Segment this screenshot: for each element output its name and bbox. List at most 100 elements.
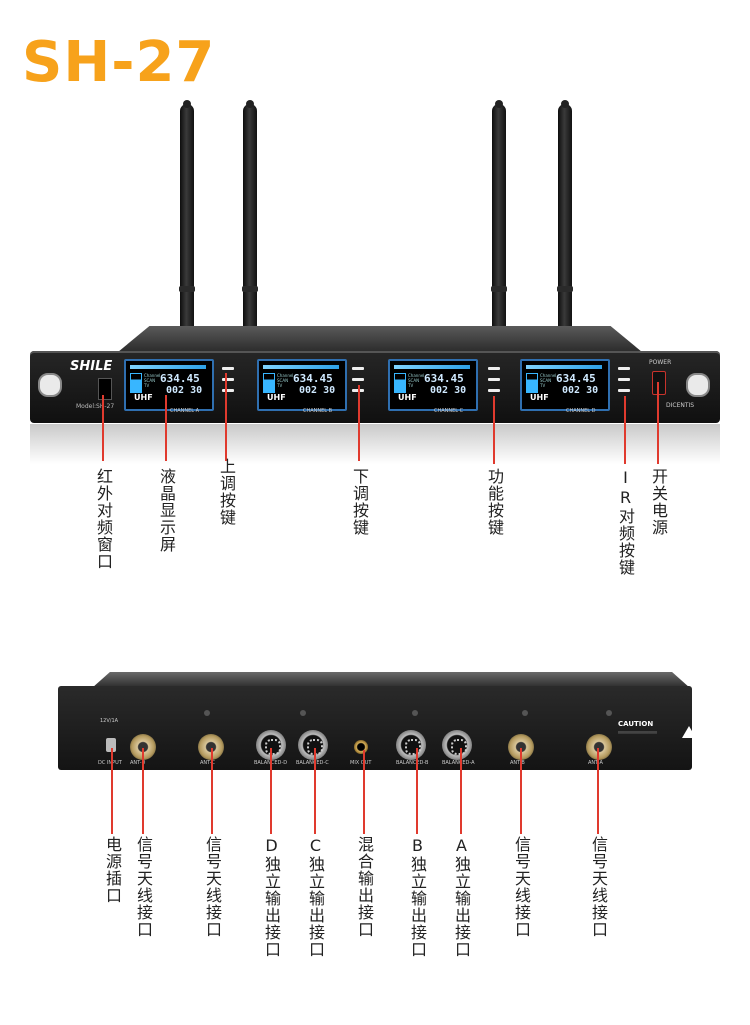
- antenna: [242, 100, 258, 330]
- down-button[interactable]: [488, 378, 500, 381]
- rear-panel: 12V/1A DC INPUT ANT-D ANT-C BALANCED-D B…: [58, 686, 696, 770]
- callout-ant-d: 信号天线接口: [134, 836, 153, 938]
- battery-icon: [526, 373, 538, 393]
- model-label: Model:SH-27: [76, 403, 115, 410]
- screw: [300, 710, 306, 716]
- dc-input-port[interactable]: [106, 738, 116, 752]
- antenna-port-a[interactable]: [586, 734, 612, 760]
- callout-line: [624, 396, 626, 464]
- warning-icon: [682, 726, 696, 738]
- screw: [522, 710, 528, 716]
- function-button[interactable]: [222, 389, 234, 392]
- function-button[interactable]: [488, 389, 500, 392]
- callout-line: [520, 748, 522, 834]
- port-label: ANT-B: [510, 760, 525, 766]
- rear-unit-top: [92, 672, 690, 688]
- callout-line: [460, 748, 462, 834]
- callout-mix-out: 混合输出接口: [355, 836, 374, 938]
- port-label: MIX OUT: [350, 760, 372, 766]
- down-button[interactable]: [222, 378, 234, 381]
- callout-ir-window: 红外对频窗口: [94, 468, 113, 570]
- antenna: [491, 100, 507, 330]
- channel-label: CHANNEL C: [434, 408, 464, 414]
- callout-lcd: 液晶显示屏: [157, 468, 176, 553]
- down-button[interactable]: [352, 378, 364, 381]
- callout-line: [211, 748, 213, 834]
- callout-power-switch: 开关电源: [649, 468, 668, 536]
- lcd-frequency: 634.45: [424, 372, 464, 385]
- ir-sync-button[interactable]: [618, 389, 630, 392]
- screw: [412, 710, 418, 716]
- button-group-c: [488, 363, 508, 411]
- power-label: POWER: [649, 359, 672, 366]
- port-label: BALANCED-B: [396, 760, 429, 766]
- callout-line: [142, 748, 144, 834]
- up-button[interactable]: [618, 367, 630, 370]
- lcd-number: 002 30: [166, 385, 203, 396]
- battery-icon: [263, 373, 275, 393]
- callout-down-key: 下调按键: [350, 468, 369, 536]
- callout-out-c: C独立输出接口: [306, 836, 325, 958]
- callout-line: [165, 395, 167, 461]
- port-label: ANT-D: [130, 760, 146, 766]
- dc-rating: 12V/1A: [100, 718, 119, 724]
- battery-icon: [130, 373, 142, 393]
- dicentis-badge: DICENTIS: [666, 402, 695, 409]
- callout-line: [225, 373, 227, 461]
- port-label: BALANCED-C: [296, 760, 329, 766]
- lcd-band: UHF: [267, 393, 286, 402]
- callout-line: [314, 748, 316, 834]
- lcd-number: 002 30: [562, 385, 599, 396]
- caution-text-block: |||||||||||||||||||||||||||||||||||||||: [618, 730, 658, 734]
- up-button[interactable]: [488, 367, 500, 370]
- port-label: ANT-C: [200, 760, 216, 766]
- xlr-output-c[interactable]: [298, 730, 328, 760]
- lcd-frequency: 634.45: [556, 372, 596, 385]
- mix-out-jack[interactable]: [354, 740, 368, 754]
- up-button[interactable]: [352, 367, 364, 370]
- battery-icon: [394, 373, 406, 393]
- lcd-number: 002 30: [430, 385, 467, 396]
- xlr-output-b[interactable]: [396, 730, 426, 760]
- lcd-number: 002 30: [299, 385, 336, 396]
- callout-out-d: D独立输出接口: [262, 836, 281, 958]
- button-group-a: [222, 363, 242, 411]
- channel-label: CHANNEL D: [566, 408, 596, 414]
- ir-window: [98, 378, 112, 400]
- down-button[interactable]: [618, 378, 630, 381]
- callout-ant-a: 信号天线接口: [589, 836, 608, 938]
- front-unit-top: [118, 326, 642, 352]
- button-group-d: [618, 363, 638, 411]
- lcd-band: UHF: [398, 393, 417, 402]
- rack-hole: [686, 373, 710, 397]
- channel-label: CHANNEL B: [303, 408, 333, 414]
- screw: [606, 710, 612, 716]
- callout-line: [270, 748, 272, 834]
- lcd-band: UHF: [530, 393, 549, 402]
- caution-title: CAUTION: [618, 720, 654, 728]
- callout-line: [111, 748, 113, 834]
- callout-out-b: B独立输出接口: [408, 836, 427, 958]
- callout-dc-input: 电源插口: [103, 836, 122, 904]
- callout-line: [597, 748, 599, 834]
- xlr-output-a[interactable]: [442, 730, 472, 760]
- channel-label: CHANNEL A: [170, 408, 200, 414]
- xlr-output-d[interactable]: [256, 730, 286, 760]
- callout-line: [493, 396, 495, 464]
- callout-up-key: 上调按键: [217, 458, 236, 526]
- up-button[interactable]: [222, 367, 234, 370]
- rack-hole: [38, 373, 62, 397]
- callout-ant-c: 信号天线接口: [203, 836, 222, 938]
- callout-out-a: A独立输出接口: [452, 836, 471, 958]
- power-switch[interactable]: [652, 371, 666, 395]
- page-title: SH-27: [22, 30, 216, 95]
- callout-function-key: 功能按键: [485, 468, 504, 536]
- dc-input-label: DC INPUT: [98, 760, 122, 766]
